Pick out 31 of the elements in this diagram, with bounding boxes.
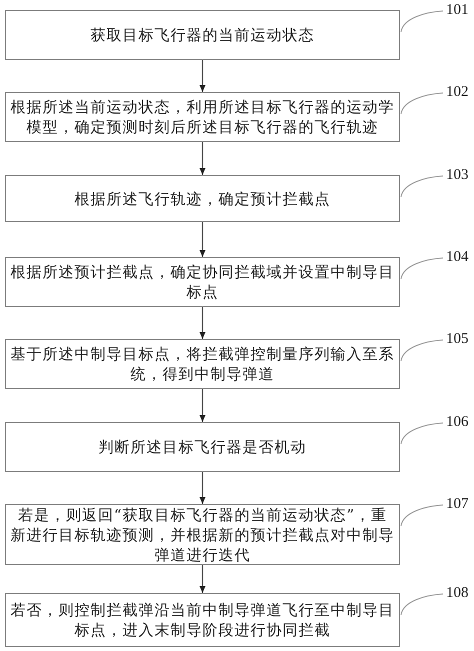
leader-line xyxy=(400,340,444,362)
arrow xyxy=(200,472,206,504)
leader-line xyxy=(400,258,444,280)
arrow xyxy=(200,307,206,339)
step-number: 106 xyxy=(446,414,468,430)
step-number: 105 xyxy=(446,331,468,347)
step-number: 103 xyxy=(446,167,468,183)
process-box: 根据所述当前运动状态，利用所述目标飞行器的运动学模型，确定预测时刻后所述目标飞行器的飞行轨迹 xyxy=(5,92,400,142)
leader-line xyxy=(400,504,444,526)
process-box: 根据所述预计拦截点，确定协同拦截域并设置中制导目标点 xyxy=(5,257,400,307)
leader-line xyxy=(400,10,444,32)
leader-line xyxy=(400,176,444,198)
arrow xyxy=(200,142,206,175)
step-number: 101 xyxy=(446,2,468,18)
process-box: 判断所述目标飞行器是否机动 xyxy=(5,422,400,472)
arrow xyxy=(200,60,206,92)
step-number: 108 xyxy=(446,585,468,601)
arrow xyxy=(200,565,206,593)
step-number: 102 xyxy=(446,84,468,100)
leader-line xyxy=(400,422,444,444)
process-box: 若否，则控制拦截弹沿当前中制导弹道飞行至中制导目标点，进入末制导阶段进行协同拦截 xyxy=(5,593,400,647)
step-number: 104 xyxy=(446,249,468,265)
leader-line xyxy=(400,594,444,616)
process-box: 获取目标飞行器的当前运动状态 xyxy=(5,10,400,60)
process-box: 基于所述中制导目标点，将拦截弹控制量序列输入至系统，得到中制导弹道 xyxy=(5,339,400,389)
leader-line xyxy=(400,92,444,114)
process-box: 根据所述飞行轨迹，确定预计拦截点 xyxy=(5,175,400,222)
arrow xyxy=(200,222,206,257)
process-box: 若是，则返回“获取目标飞行器的当前运动状态”，重新进行目标轨迹预测，并根据新的预计拦截点对中制导弹道进行迭代 xyxy=(5,504,400,565)
step-number: 107 xyxy=(446,496,468,512)
arrow xyxy=(200,389,206,422)
